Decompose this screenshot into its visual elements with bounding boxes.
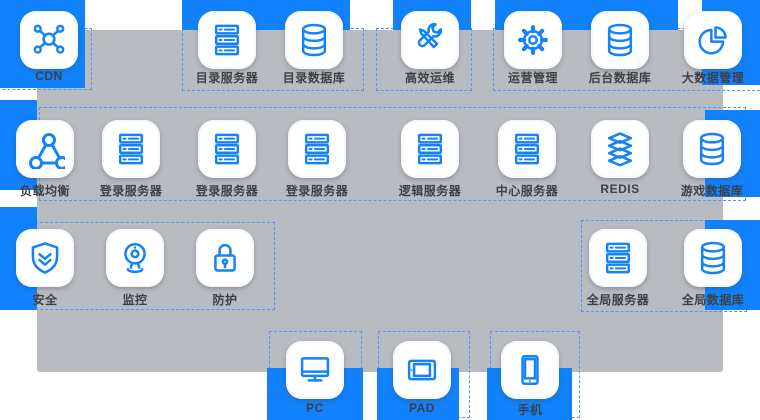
node-label: 目录服务器 [195,71,259,85]
node-label: 监控 [122,293,148,307]
node-login-server-2 [198,120,256,178]
server-icon [207,20,247,60]
node-label: 高效运维 [404,71,456,85]
node-monitoring [106,229,164,287]
node-label: PAD [409,401,435,415]
node-pad [393,341,451,399]
node-label: 全局数据库 [681,293,745,307]
node-label: 逻辑服务器 [398,184,462,198]
node-directory-server [198,11,256,69]
webcam-icon [115,238,155,278]
node-backend-database [591,11,649,69]
cdn-icon [29,20,69,60]
node-redis [591,120,649,178]
layers-icon [600,129,640,169]
node-pc [286,341,344,399]
node-directory-database [285,11,343,69]
node-label: 全局服务器 [586,293,650,307]
database-icon [600,20,640,60]
node-login-server-1 [102,120,160,178]
node-label: PC [306,401,324,415]
node-label: 负载均衡 [19,184,71,198]
pie-chart-icon [693,20,733,60]
node-label: 大数据管理 [681,71,745,85]
tools-icon [410,20,450,60]
gear-icon [513,20,553,60]
node-efficient-ops [401,11,459,69]
bg-gray-panel [37,30,723,372]
node-label: 登录服务器 [99,184,163,198]
node-label: 安全 [32,293,58,307]
node-label: 后台数据库 [588,71,652,85]
node-label: 手机 [517,403,543,417]
server-icon [410,129,450,169]
node-logic-server [401,120,459,178]
database-icon [692,129,732,169]
node-center-server [498,120,556,178]
node-label: 游戏数据库 [680,184,744,198]
node-global-database [684,229,742,287]
node-label: 目录数据库 [282,71,346,85]
node-label: 防护 [212,293,238,307]
node-label: 中心服务器 [495,184,559,198]
server-icon [207,129,247,169]
server-icon [598,238,638,278]
database-icon [294,20,334,60]
monitor-icon [295,350,335,390]
node-label: 登录服务器 [285,184,349,198]
node-label: CDN [35,69,63,83]
tablet-icon [402,350,442,390]
node-label: 登录服务器 [195,184,259,198]
node-global-server [589,229,647,287]
server-icon [297,129,337,169]
node-load-balancer [16,120,74,178]
node-mobile [501,341,559,399]
node-label: 运营管理 [507,71,559,85]
shield-icon [25,238,65,278]
node-cdn [20,11,78,69]
node-security [16,229,74,287]
phone-icon [510,350,550,390]
server-icon [111,129,151,169]
node-game-database [683,120,741,178]
node-bigdata-mgmt [684,11,742,69]
lock-icon [205,238,245,278]
node-label: REDIS [600,182,640,196]
server-icon [507,129,547,169]
database-icon [693,238,733,278]
node-operation-mgmt [504,11,562,69]
node-protection [196,229,254,287]
node-login-server-3 [288,120,346,178]
load-balancer-icon [29,133,65,169]
